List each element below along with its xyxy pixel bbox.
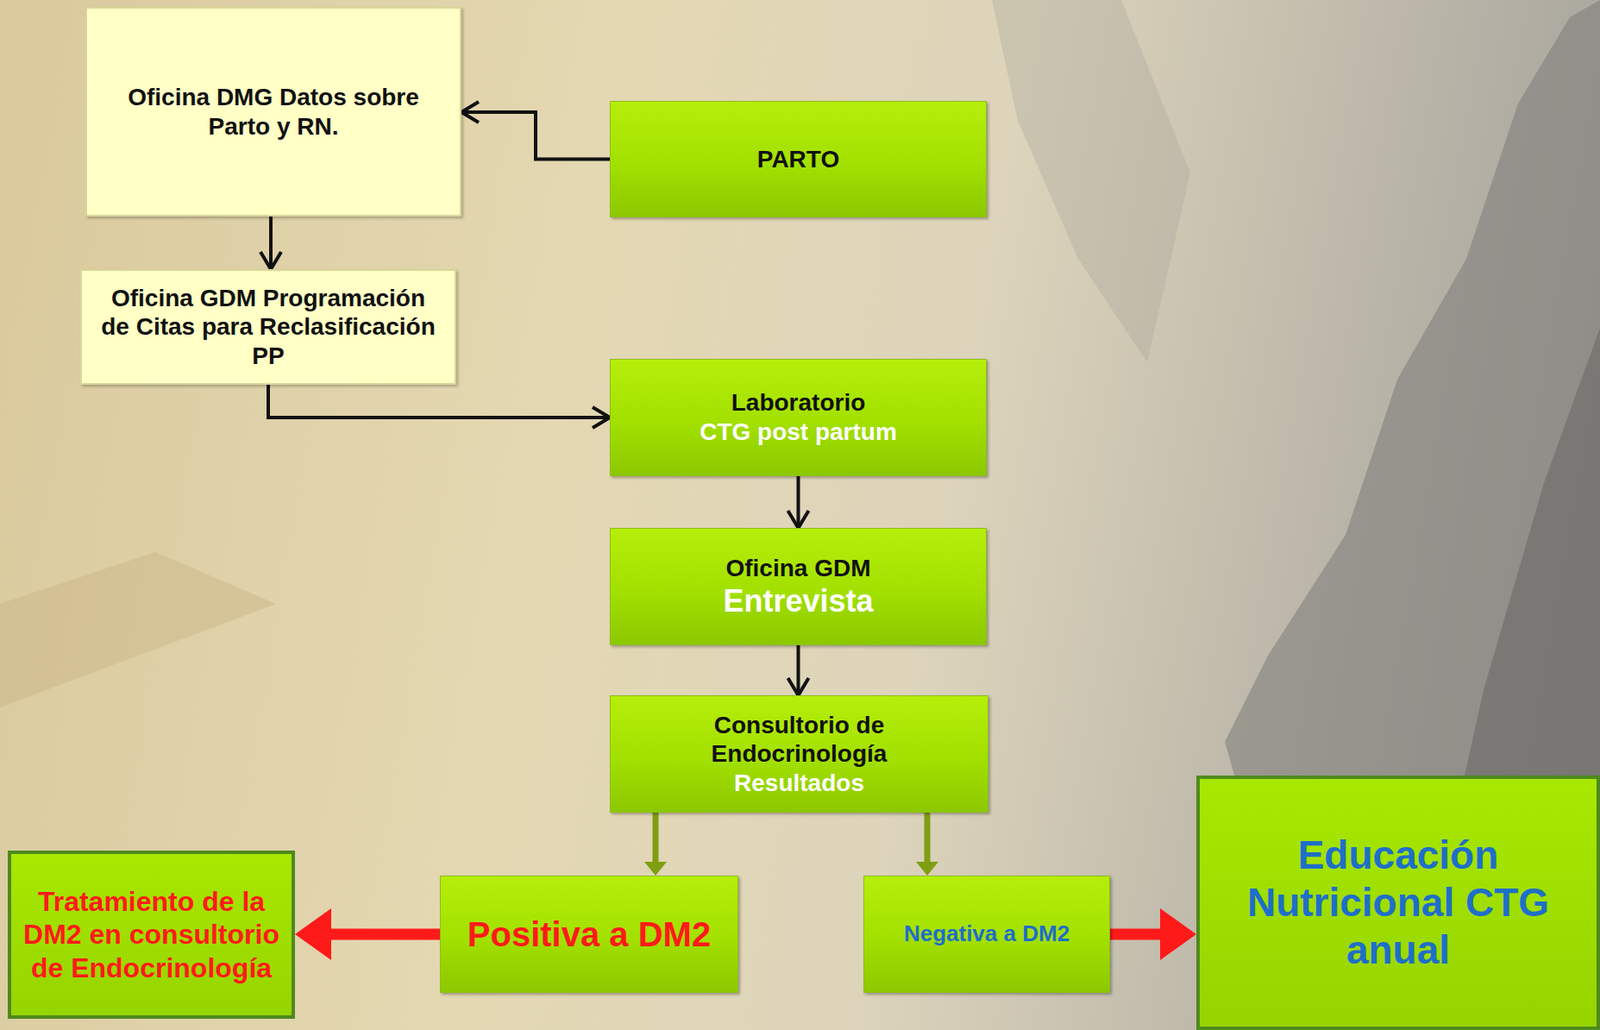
node-text: Resultados bbox=[734, 768, 865, 798]
result-box: Positiva a DM2 bbox=[439, 875, 739, 993]
arrow-head bbox=[1160, 908, 1197, 960]
node-text: PARTO bbox=[757, 144, 840, 175]
cliff-shade bbox=[0, 552, 277, 708]
connector-line bbox=[924, 812, 931, 864]
process-box: LaboratorioCTG post partum bbox=[609, 358, 987, 477]
connector-line bbox=[652, 812, 659, 864]
node-text: Positiva a DM2 bbox=[467, 913, 711, 955]
node-text: Consultorio de Endocrinología bbox=[622, 710, 976, 769]
cliff-shade bbox=[991, 0, 1191, 363]
connector bbox=[1110, 908, 1197, 960]
connector bbox=[788, 476, 810, 528]
text-group: Oficina GDM Programación de Citas para R… bbox=[94, 283, 443, 371]
education-box: Educación Nutricional CTG anual bbox=[1196, 775, 1600, 1030]
text-group: Educación Nutricional CTG anual bbox=[1211, 831, 1585, 975]
node-text: CTG post partum bbox=[699, 417, 898, 447]
process-box: PARTO bbox=[609, 100, 987, 218]
text-group: PARTO bbox=[757, 144, 840, 175]
node-text: Oficina GDM Programación de Citas para R… bbox=[94, 283, 443, 371]
text-group: Tratamiento de la DM2 en consultorio de … bbox=[23, 884, 280, 985]
node-text: Negativa a DM2 bbox=[903, 920, 1070, 948]
node-text: Educación Nutricional CTG anual bbox=[1211, 831, 1585, 975]
connector bbox=[461, 101, 610, 160]
arrow-head bbox=[461, 101, 479, 123]
result-box: Negativa a DM2 bbox=[863, 875, 1111, 993]
treatment-box: Tratamiento de la DM2 en consultorio de … bbox=[7, 850, 295, 1019]
text-group: Positiva a DM2 bbox=[467, 913, 711, 955]
text-group: Negativa a DM2 bbox=[903, 920, 1070, 948]
connector bbox=[788, 645, 810, 696]
text-group: LaboratorioCTG post partum bbox=[699, 388, 898, 446]
connector-line bbox=[796, 645, 801, 696]
process-box: Consultorio de EndocrinologíaResultados bbox=[609, 695, 989, 813]
text-group: Oficina DMG Datos sobre Parto y RN. bbox=[99, 82, 448, 141]
connector bbox=[644, 812, 667, 876]
node-text: Oficina GDM bbox=[725, 553, 871, 584]
connector-line bbox=[268, 384, 610, 418]
node-text: Laboratorio bbox=[731, 388, 866, 418]
connector-line bbox=[329, 928, 440, 941]
arrow-head bbox=[592, 407, 610, 428]
process-box: Oficina GDMEntrevista bbox=[609, 527, 987, 646]
node-text: Tratamiento de la DM2 en consultorio de … bbox=[23, 884, 280, 985]
connector-line bbox=[269, 216, 273, 270]
arrow-head bbox=[644, 861, 667, 876]
connector bbox=[268, 384, 610, 428]
connector-line bbox=[461, 112, 610, 160]
office-box: Oficina GDM Programación de Citas para R… bbox=[80, 269, 457, 385]
node-text: Oficina DMG Datos sobre Parto y RN. bbox=[99, 82, 448, 141]
office-box: Oficina DMG Datos sobre Parto y RN. bbox=[85, 6, 462, 217]
connector-line bbox=[796, 476, 801, 528]
node-text: Entrevista bbox=[722, 582, 873, 620]
connector bbox=[260, 216, 282, 270]
text-group: Oficina GDMEntrevista bbox=[722, 553, 873, 621]
connector-line bbox=[1110, 928, 1162, 941]
connector bbox=[294, 908, 440, 960]
arrow-head bbox=[788, 510, 810, 528]
text-group: Consultorio de EndocrinologíaResultados bbox=[622, 710, 976, 798]
connector bbox=[916, 812, 939, 876]
arrow-head bbox=[916, 861, 939, 876]
arrow-head bbox=[788, 677, 810, 696]
arrow-head bbox=[260, 251, 282, 270]
arrow-head bbox=[294, 908, 332, 960]
